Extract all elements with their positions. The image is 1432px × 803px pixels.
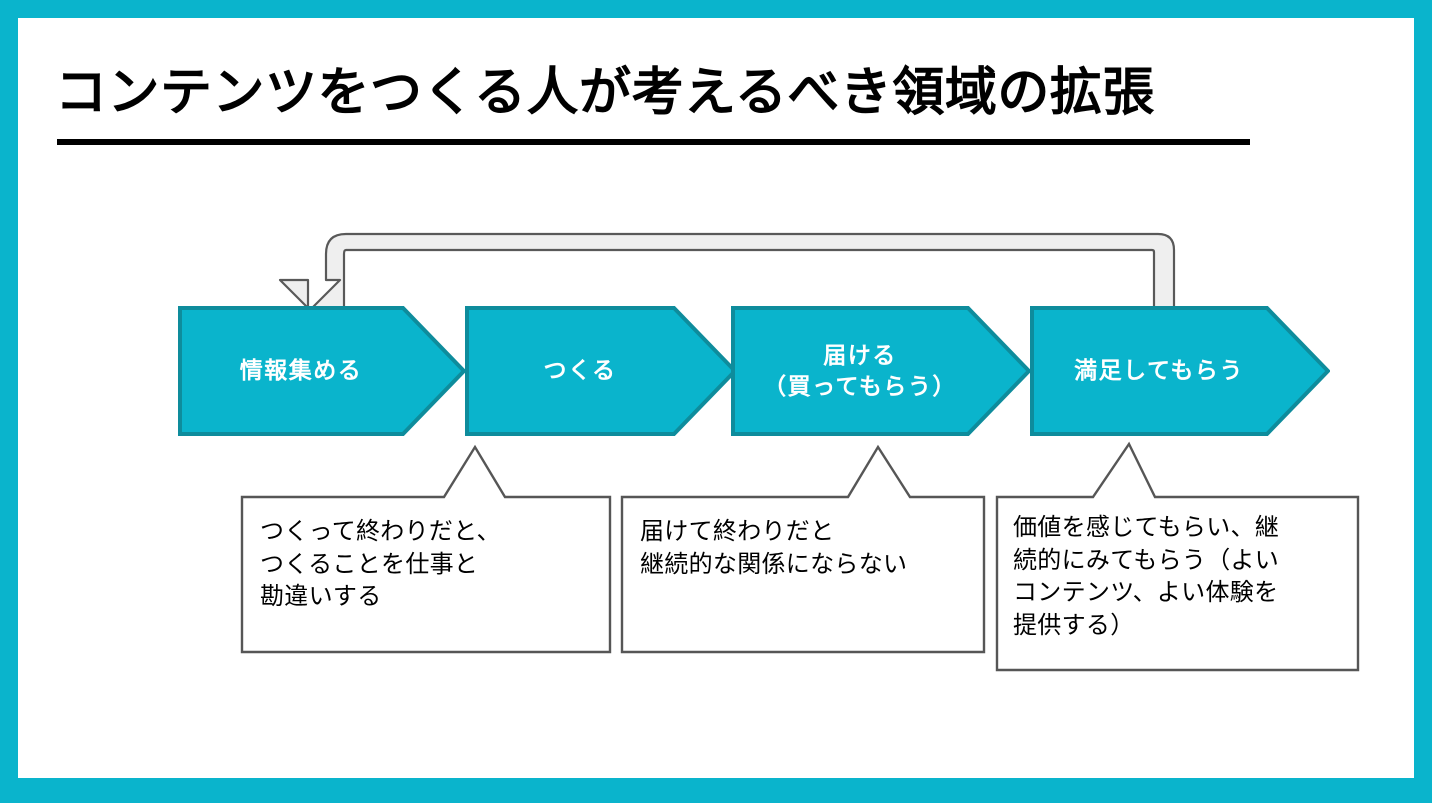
callout-shape bbox=[995, 441, 1360, 672]
callout-satisfy[interactable]: 価値を感じてもらい、継 続的にみてもらう（よい コンテンツ、よい体験を 提供する… bbox=[995, 440, 1360, 672]
feedback-loop-arrow bbox=[278, 232, 1176, 314]
frame-left-edge bbox=[0, 0, 18, 803]
chevron-shape bbox=[731, 306, 1031, 436]
frame-right-edge bbox=[1414, 0, 1432, 803]
callout-text: 届けて終わりだと 継続的な関係にならない bbox=[640, 518, 908, 578]
callout-shape bbox=[620, 444, 986, 654]
frame-bottom-edge bbox=[0, 778, 1432, 803]
flow-stage-label: つくる bbox=[543, 357, 617, 384]
flow-stage-satisfy[interactable]: 満足してもらう bbox=[1030, 306, 1330, 436]
callout-text: つくって終わりだと、 つくることを仕事と 勘違いする bbox=[260, 518, 501, 611]
slide-title: コンテンツをつくる人が考えるべき領域の拡張 bbox=[55, 64, 1155, 122]
callout-text: 価値を感じてもらい、継 続的にみてもらう（よい コンテンツ、よい体験を 提供する… bbox=[1013, 514, 1280, 639]
frame-top-edge bbox=[0, 0, 1432, 18]
flow-stage-deliver[interactable]: 届ける （買ってもらう） bbox=[731, 306, 1031, 436]
flow-stage-label: 届ける （買ってもらう） bbox=[763, 341, 957, 399]
chevron-shape bbox=[178, 306, 466, 436]
callout-create[interactable]: つくって終わりだと、 つくることを仕事と 勘違いする bbox=[240, 442, 612, 654]
chevron-shape bbox=[1030, 306, 1330, 436]
flow-stage-label: 満足してもらう bbox=[1074, 357, 1244, 384]
flow-stage-label: 情報集める bbox=[239, 357, 363, 384]
chevron-shape bbox=[465, 306, 737, 436]
title-underline bbox=[57, 139, 1250, 145]
flow-stage-gather-information[interactable]: 情報集める bbox=[178, 306, 466, 436]
flow-stage-create[interactable]: つくる bbox=[465, 306, 737, 436]
callout-deliver[interactable]: 届けて終わりだと 継続的な関係にならない bbox=[620, 442, 986, 654]
callout-shape bbox=[240, 444, 612, 654]
